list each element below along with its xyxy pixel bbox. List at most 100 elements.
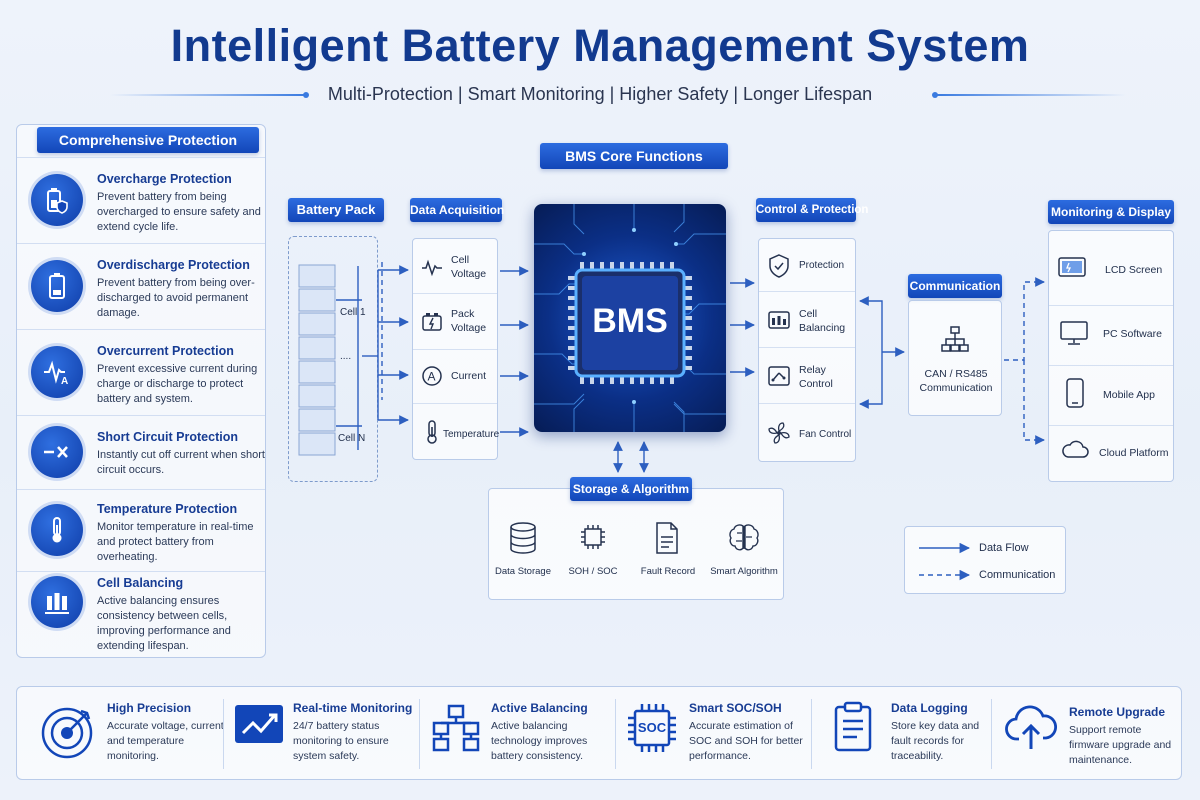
feature-title: Data Logging <box>891 701 968 715</box>
feature-separator <box>223 699 224 769</box>
protection-item-title: Overcharge Protection <box>97 172 232 186</box>
acquisition-item-cell-voltage: Cell Voltage <box>451 254 487 280</box>
feature-separator <box>419 699 420 769</box>
acquisition-box: Cell Voltage Pack Voltage A Current Temp… <box>412 238 500 460</box>
divider <box>413 403 497 404</box>
pulse-current-icon: A <box>31 346 83 398</box>
acquisition-item-pack-voltage: Pack Voltage <box>451 308 487 334</box>
database-icon <box>507 521 539 555</box>
svg-text:A: A <box>61 376 68 387</box>
chip-icon <box>577 521 609 553</box>
monitoring-item-pc: PC Software <box>1103 328 1162 340</box>
thermometer-icon <box>421 419 443 445</box>
battery-shield-icon <box>31 174 83 226</box>
trend-chart-icon <box>233 703 285 747</box>
communication-heading: Communication <box>908 274 1002 298</box>
voltage-wave-icon <box>421 257 443 279</box>
feature-remote-upgrade: Remote Upgrade Support remote firmware u… <box>991 687 1181 781</box>
control-item-cell-balancing: Cell Balancing <box>799 308 846 334</box>
acquisition-item-current: Current <box>451 370 487 382</box>
acquisition-heading: Data Acquisition <box>410 198 504 222</box>
protection-item-desc: Prevent excessive current during charge … <box>97 363 258 405</box>
feature-title: Active Balancing <box>491 701 588 715</box>
storage-heading: Storage & Algorithm <box>570 477 692 501</box>
control-item-protection: Protection <box>799 260 845 271</box>
bms-chip: BMS <box>534 204 726 432</box>
battery-low-icon <box>31 260 83 312</box>
soc-chip-text: SOC <box>637 720 667 735</box>
short-circuit-icon <box>31 426 83 478</box>
monitoring-item-mobile: Mobile App <box>1103 389 1155 401</box>
cell-last-label: Cell N <box>338 433 366 444</box>
legend-data-flow: Data Flow <box>979 542 1029 554</box>
clipboard-icon <box>833 701 873 753</box>
protection-item-short-circuit: Short Circuit Protection Instantly cut o… <box>17 415 265 489</box>
legend-line-samples <box>919 542 971 581</box>
soc-chip-icon: SOC <box>625 701 679 755</box>
feature-title: Real-time Monitoring <box>293 701 413 715</box>
subtitle-divider-dot-right <box>932 92 938 98</box>
control-item-fan-control: Fan Control <box>799 429 852 440</box>
battery-cell-stack <box>298 264 336 456</box>
feature-desc: 24/7 battery status monitoring to ensure… <box>293 720 389 762</box>
hierarchy-icon <box>431 703 481 753</box>
protection-item-overcurrent: A Overcurrent Protection Prevent excessi… <box>17 329 265 415</box>
protection-item-title: Overcurrent Protection <box>97 344 234 358</box>
ammeter-icon: A <box>421 365 443 387</box>
feature-separator <box>811 699 812 769</box>
fan-icon <box>767 421 791 445</box>
protection-item-overdischarge: Overdischarge Protection Prevent battery… <box>17 243 265 329</box>
protection-item-desc: Prevent battery from being over-discharg… <box>97 277 255 319</box>
core-functions-heading: BMS Core Functions <box>540 143 728 169</box>
protection-item-desc: Instantly cut off current when short cir… <box>97 449 265 476</box>
divider <box>1049 305 1173 306</box>
divider <box>759 347 855 348</box>
protection-heading: Comprehensive Protection <box>37 127 259 153</box>
battery-cells-icon <box>298 264 336 456</box>
monitoring-item-lcd: LCD Screen <box>1105 264 1163 276</box>
bms-chip-label: BMS <box>592 302 668 340</box>
feature-desc: Accurate voltage, current and temperatur… <box>107 720 224 762</box>
cell-first-label: Cell 1 <box>340 307 366 318</box>
feature-desc: Active balancing technology improves bat… <box>491 720 588 762</box>
protection-panel: Comprehensive Protection Overcharge Prot… <box>16 124 266 658</box>
legend-communication: Communication <box>979 569 1056 581</box>
feature-desc: Store key data and fault records for tra… <box>891 720 980 762</box>
divider <box>759 291 855 292</box>
monitoring-item-cloud: Cloud Platform <box>1099 447 1169 459</box>
protection-item-title: Cell Balancing <box>97 576 184 590</box>
protection-item-desc: Active balancing ensures consistency bet… <box>97 595 231 652</box>
protection-item-cell-balancing: Cell Balancing Active balancing ensures … <box>17 571 265 657</box>
circuit-traces-icon <box>534 204 726 432</box>
cloud-icon <box>1059 437 1091 461</box>
page-subtitle: Multi-Protection | Smart Monitoring | Hi… <box>327 84 873 104</box>
protection-item-desc: Monitor temperature in real-time and pro… <box>97 521 254 563</box>
storage-box: Data Storage SOH / SOC Fault Record Smar… <box>488 488 784 600</box>
smartphone-icon <box>1065 377 1085 409</box>
acquisition-item-temperature: Temperature <box>443 429 500 440</box>
brain-icon <box>727 521 761 555</box>
storage-item-data-storage: Data Storage <box>495 566 551 577</box>
lcd-screen-icon <box>1057 255 1087 281</box>
page-title: Intelligent Battery Management System <box>170 20 1030 71</box>
divider <box>759 403 855 404</box>
monitoring-heading: Monitoring & Display <box>1048 200 1174 224</box>
control-heading: Control & Protection <box>756 198 868 222</box>
document-icon <box>653 521 681 555</box>
divider <box>413 293 497 294</box>
svg-text:A: A <box>428 370 436 384</box>
feature-smart-soc-soh: SOC Smart SOC/SOH Accurate estimation of… <box>615 687 811 781</box>
control-box: Protection Cell Balancing Relay Control … <box>758 238 856 462</box>
cell-balancing-icon <box>767 309 791 331</box>
cell-balance-icon <box>31 576 83 628</box>
storage-item-fault-record: Fault Record <box>640 566 696 577</box>
communication-label: CAN / RS485 Communication <box>919 368 993 394</box>
feature-title: Remote Upgrade <box>1069 705 1166 719</box>
network-hierarchy-icon <box>940 325 970 355</box>
feature-data-logging: Data Logging Store key data and fault re… <box>811 687 991 781</box>
protection-item-temperature: Temperature Protection Monitor temperatu… <box>17 489 265 571</box>
monitor-icon <box>1059 319 1089 347</box>
feature-desc: Accurate estimation of SOC and SOH for b… <box>689 720 803 762</box>
target-icon <box>39 705 95 761</box>
